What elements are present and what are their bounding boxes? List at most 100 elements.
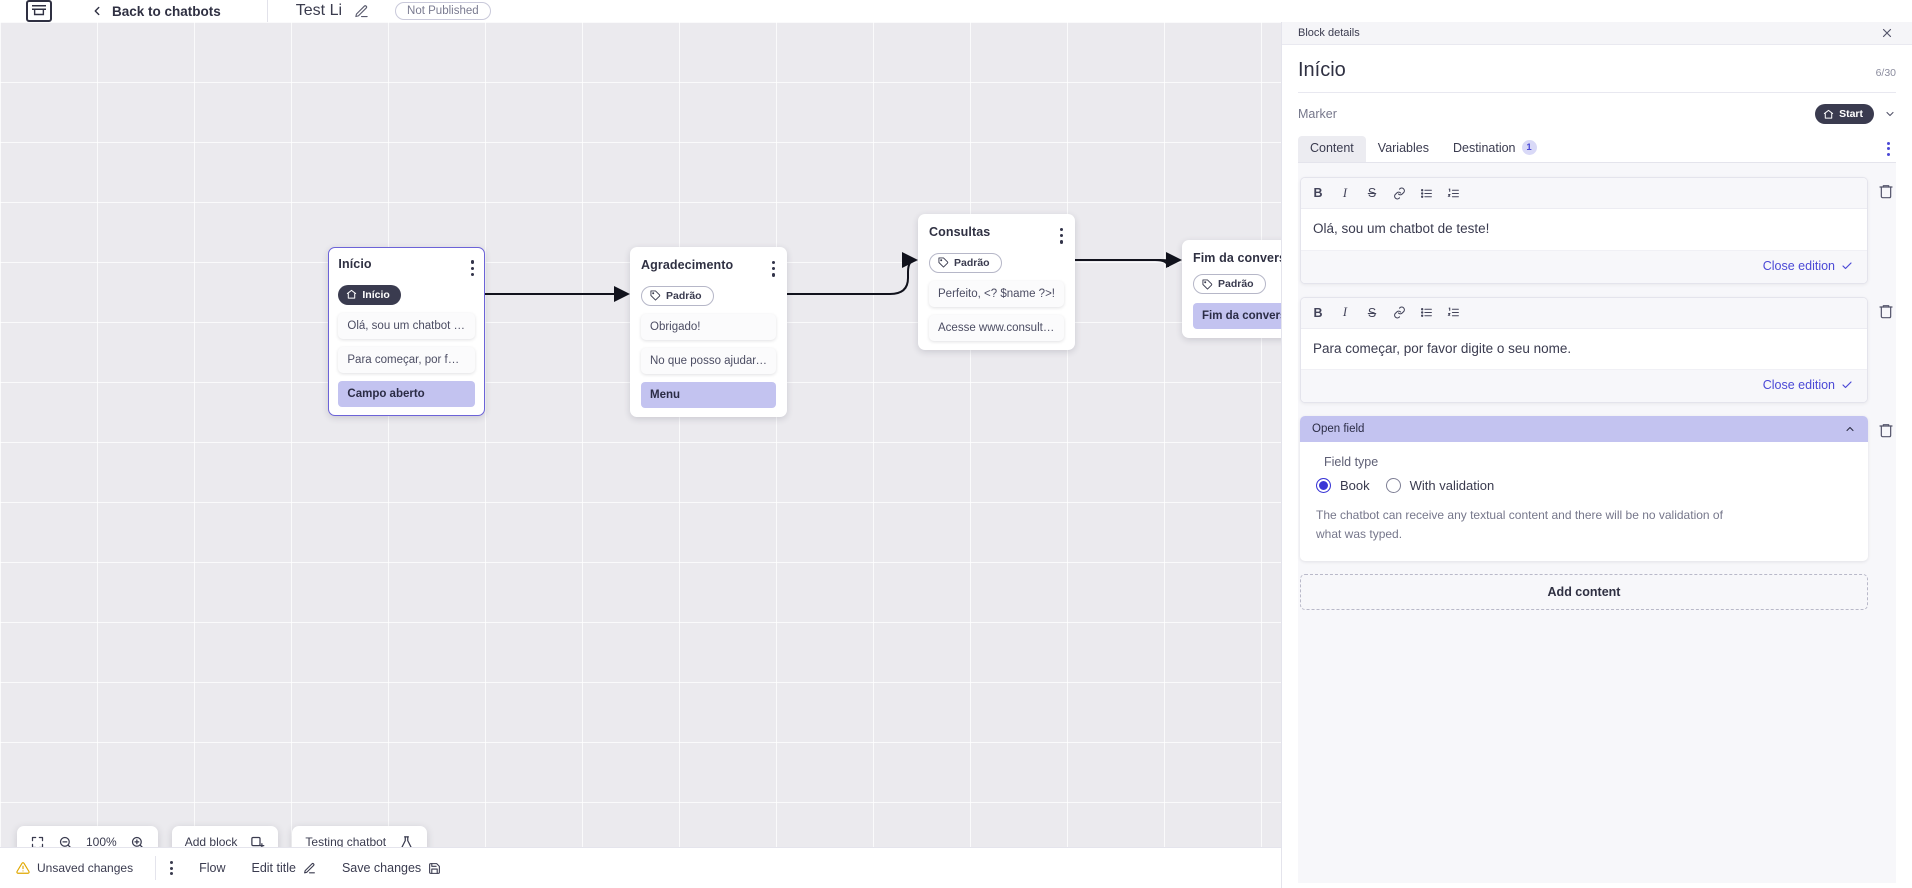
node-message[interactable]: Para começar, por favor digite o ...	[338, 347, 475, 374]
bottom-toolbar: Unsaved changes Flow Edit title Save cha…	[0, 847, 1281, 888]
field-type-radio-group: Book With validation	[1316, 478, 1852, 494]
node-message[interactable]: Obrigado!	[641, 314, 776, 341]
node-title: Consultas	[929, 225, 991, 239]
strikethrough-icon[interactable]: S	[1367, 186, 1377, 200]
save-changes-label: Save changes	[341, 861, 422, 875]
node-message[interactable]: Acesse www.consultas.com par...	[929, 315, 1064, 342]
node-badge-default: Padrão	[641, 285, 714, 306]
pencil-icon	[304, 862, 315, 873]
node-badge-label: Início	[362, 288, 390, 301]
close-edition-button[interactable]: Close edition	[1763, 259, 1853, 273]
node-message-highlighted[interactable]: Fim da conversa	[1193, 302, 1281, 329]
editor-footer: Close edition	[1301, 249, 1867, 283]
node-menu-button[interactable]	[772, 258, 776, 277]
content-tab-panel: B I S Olá, sou um chatbot de teste! Clos…	[1298, 163, 1896, 883]
divider	[155, 856, 157, 880]
close-edition-label: Close edition	[1762, 258, 1835, 273]
open-field-body: Field type Book With validation	[1300, 442, 1868, 560]
content-editor-row: B I S Para começar, por favor digite o s…	[1298, 296, 1896, 404]
flow-node-fim-da-conversa[interactable]: Fim da conversa Padrão Fim da conversa	[1182, 240, 1281, 338]
chevron-left-icon[interactable]	[90, 4, 104, 18]
bold-icon[interactable]: B	[1313, 305, 1323, 320]
node-message[interactable]: Olá, sou um chatbot de teste!	[338, 313, 475, 340]
node-menu-button[interactable]	[470, 257, 475, 276]
node-badge-label: Padrão	[666, 289, 702, 302]
back-to-chatbots-link[interactable]: Back to chatbots	[112, 3, 221, 19]
flow-button[interactable]: Flow	[199, 861, 225, 875]
close-icon[interactable]	[1880, 26, 1894, 40]
link-icon[interactable]	[1388, 303, 1410, 323]
zoom-in-icon[interactable]	[130, 835, 145, 850]
top-bar: Back to chatbots Test Li Not Published	[0, 0, 1912, 22]
edit-title-label: Edit title	[251, 861, 296, 875]
tag-icon	[650, 290, 661, 301]
italic-icon[interactable]: I	[1342, 305, 1348, 320]
rich-text-editor[interactable]: B I S Olá, sou um chatbot de teste! Clos…	[1300, 177, 1868, 284]
tag-icon	[938, 257, 949, 268]
chevron-up-icon[interactable]	[1844, 423, 1856, 435]
radio-button[interactable]	[1385, 478, 1401, 494]
delete-content-button[interactable]	[1878, 303, 1894, 319]
node-badge-default: Padrão	[929, 252, 1002, 273]
node-menu-button[interactable]	[1060, 225, 1064, 244]
node-message[interactable]: Perfeito, <? $name ?>!	[929, 281, 1064, 308]
flow-node-consultas[interactable]: Consultas Padrão Perfeito, <? $name ?>! …	[918, 214, 1075, 351]
link-icon[interactable]	[1388, 183, 1410, 203]
editor-text[interactable]: Para começar, por favor digite o seu nom…	[1301, 328, 1601, 370]
bold-icon[interactable]: B	[1313, 186, 1323, 200]
open-field-row: Open field Field type Book	[1298, 416, 1896, 561]
bullet-list-icon[interactable]	[1415, 183, 1437, 203]
block-details-label: Block details	[1298, 27, 1360, 39]
radio-button[interactable]	[1316, 478, 1331, 494]
flow-node-agradecimento[interactable]: Agradecimento Padrão Obrigado! No que po…	[630, 247, 787, 418]
editor-footer: Close edition	[1301, 369, 1867, 403]
rich-text-editor[interactable]: B I S Para começar, por favor digite o s…	[1300, 296, 1868, 404]
node-badge-label: Padrão	[1218, 278, 1254, 290]
editor-text[interactable]: Olá, sou um chatbot de teste!	[1301, 209, 1867, 250]
radio-option-with-validation[interactable]: With validation	[1385, 478, 1494, 494]
open-field-description: The chatbot can receive any textual cont…	[1316, 508, 1723, 542]
numbered-list-icon[interactable]	[1442, 303, 1464, 323]
tab-destination[interactable]: Destination 1	[1441, 135, 1549, 162]
panel-more-menu-button[interactable]	[1887, 141, 1896, 156]
flow-edges	[485, 252, 1182, 302]
tab-variables[interactable]: Variables	[1366, 136, 1441, 162]
marker-badge-label: Start	[1839, 108, 1863, 120]
destination-count-badge: 1	[1521, 140, 1537, 155]
strikethrough-icon[interactable]: S	[1367, 305, 1377, 320]
node-header: Consultas	[929, 225, 1064, 244]
delete-open-field-button[interactable]	[1878, 422, 1894, 438]
tab-content[interactable]: Content	[1298, 135, 1366, 162]
numbered-list-icon[interactable]	[1442, 183, 1464, 203]
node-message[interactable]: No que posso ajudar, <? $name ...	[641, 348, 776, 375]
open-field-card: Open field Field type Book	[1300, 416, 1868, 561]
panel-title-row: Início 6/30	[1298, 45, 1896, 93]
block-details-panel: General information Builder Channels Blo…	[1281, 0, 1912, 888]
chatbot-logo-icon[interactable]	[26, 0, 52, 22]
open-field-header[interactable]: Open field	[1300, 416, 1868, 443]
flow-label: Flow	[199, 861, 226, 875]
chevron-down-icon[interactable]	[1884, 108, 1896, 120]
edit-title-button[interactable]: Edit title	[251, 861, 315, 875]
flow-node-inicio[interactable]: Início Início Olá, sou um chatbot de tes…	[328, 247, 485, 416]
warning-icon	[16, 862, 30, 874]
node-message-highlighted[interactable]: Campo aberto	[338, 381, 475, 408]
bullet-list-icon[interactable]	[1415, 303, 1437, 323]
save-icon	[429, 862, 441, 874]
divider	[266, 0, 268, 22]
delete-content-button[interactable]	[1878, 183, 1894, 199]
panel-subtabs: Content Variables Destination 1	[1298, 135, 1896, 163]
footer-menu-button[interactable]	[170, 861, 174, 875]
radio-option-book[interactable]: Book	[1316, 478, 1370, 494]
check-icon	[1842, 381, 1852, 389]
node-badge-label: Padrão	[954, 256, 990, 269]
add-content-button[interactable]: Add content	[1300, 573, 1868, 610]
save-changes-button[interactable]: Save changes	[342, 861, 441, 875]
marker-badge[interactable]: Start	[1815, 104, 1874, 124]
node-title: Fim da conversa	[1193, 251, 1281, 265]
close-edition-button[interactable]: Close edition	[1763, 378, 1853, 392]
node-message-highlighted[interactable]: Menu	[641, 382, 776, 409]
flow-canvas[interactable]: Início Início Olá, sou um chatbot de tes…	[0, 22, 1281, 888]
pencil-icon[interactable]	[354, 4, 369, 19]
italic-icon[interactable]: I	[1342, 185, 1348, 200]
